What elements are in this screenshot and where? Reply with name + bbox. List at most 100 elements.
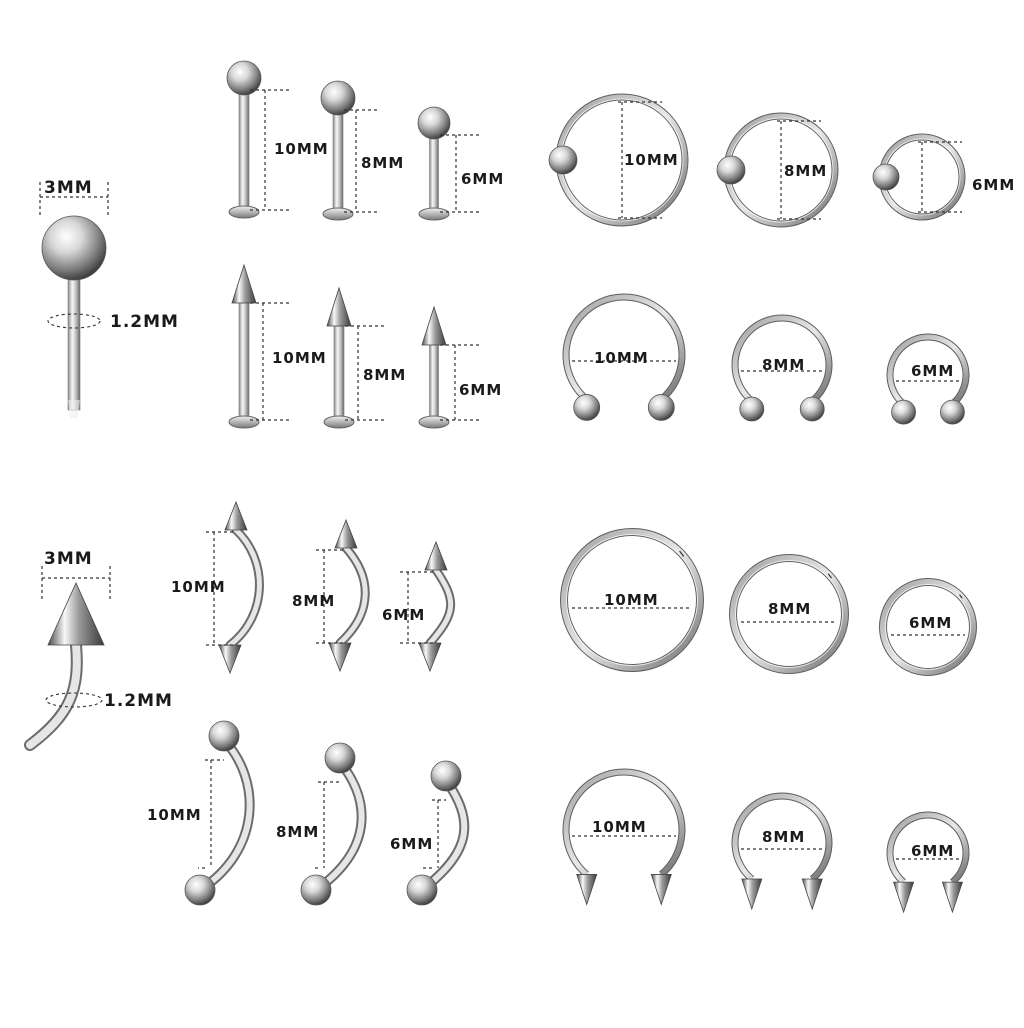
spike-end (47, 582, 105, 646)
spike-end (326, 286, 352, 327)
labret-ball-6 (417, 106, 480, 221)
ball-end (716, 155, 746, 185)
ring-seam (827, 573, 833, 579)
spike-gauge-label: 1.2MM (104, 691, 173, 711)
ball-end (406, 874, 438, 906)
ring-band (880, 579, 976, 675)
ball-end (940, 399, 965, 425)
labret-ball-10-label: 10MM (274, 140, 329, 158)
curved-spike-8 (316, 518, 370, 673)
curved-ball-6-label: 6MM (390, 835, 434, 853)
labret-ball-8 (320, 80, 380, 221)
seamless-ring-8 (729, 554, 849, 674)
ball-end (891, 399, 916, 425)
ball-end (739, 396, 765, 422)
curved-bar (427, 567, 454, 646)
horseshoe-band (563, 769, 685, 877)
post-bar (238, 89, 250, 211)
horseshoe-band (887, 812, 969, 885)
labret-ball-6-label: 6MM (461, 170, 505, 188)
spike-end (224, 500, 248, 531)
spike-end (328, 642, 352, 673)
ball-end (573, 394, 601, 421)
flat-back-disc (228, 415, 260, 429)
spike-diameter-label: 3MM (44, 549, 93, 569)
ball-end (872, 163, 900, 191)
ring-highlight (566, 534, 698, 666)
spike-end (801, 878, 823, 911)
spike-end (741, 878, 763, 911)
labret-spike-8-label: 8MM (363, 366, 407, 384)
seamless-ring-6 (879, 578, 977, 676)
horseshoe-spike-10 (562, 768, 686, 906)
horseshoe-band (563, 294, 685, 402)
detail-spike-curve (24, 566, 111, 751)
curved-bar (337, 545, 368, 646)
ball-end (41, 215, 107, 281)
curved-spike-10-label: 10MM (171, 578, 226, 596)
detail-ball-post (39, 182, 109, 418)
flat-back-disc (228, 205, 260, 219)
post-bar (67, 264, 81, 411)
post-bar (332, 109, 344, 213)
horseshoe-ball-10 (562, 293, 686, 421)
horseshoe-band (887, 334, 969, 407)
horseshoe-spike-8-label: 8MM (762, 828, 806, 846)
labret-spike-10 (228, 263, 289, 429)
spike-end (650, 874, 672, 906)
post-bar (429, 344, 439, 421)
ring-band (730, 555, 848, 673)
ball-diameter-label: 3MM (44, 178, 93, 198)
spike-end (334, 518, 358, 549)
post-bar (333, 325, 345, 421)
horseshoe-ball-10-label: 10MM (594, 349, 649, 367)
horseshoe-ball-6-label: 6MM (911, 362, 955, 380)
gauge-ellipse (47, 313, 101, 329)
seamless-ring-10 (560, 528, 704, 672)
spike-end (218, 644, 242, 675)
horseshoe-ball-6 (886, 333, 970, 425)
ball-end (184, 874, 216, 906)
ring-band (561, 529, 703, 671)
horseshoe-ball-8 (731, 314, 833, 422)
spike-end (576, 874, 598, 906)
horseshoe-spike-6-label: 6MM (911, 842, 955, 860)
post-bar (429, 134, 439, 213)
ring-seam (959, 594, 963, 599)
post-bar (238, 302, 250, 421)
curved-ball-8-label: 8MM (276, 823, 320, 841)
curved-bar (227, 527, 262, 648)
curved-ball-10 (184, 720, 255, 906)
horseshoe-spike-8 (731, 792, 833, 911)
ball-end (647, 394, 675, 421)
labret-spike-6-label: 6MM (459, 381, 503, 399)
spike-end (418, 642, 442, 673)
captive-ring-10-label: 10MM (624, 151, 679, 169)
ball-end (226, 60, 262, 96)
curved-spike-6-label: 6MM (382, 606, 426, 624)
flat-back-disc (323, 415, 355, 429)
ball-end (430, 760, 462, 792)
captive-ring-8-label: 8MM (784, 162, 828, 180)
captive-ring-8 (716, 112, 839, 228)
ball-gauge-label: 1.2MM (110, 312, 179, 332)
ball-end (300, 874, 332, 906)
labret-ball-8-label: 8MM (361, 154, 405, 172)
horseshoe-ball-8-label: 8MM (762, 356, 806, 374)
ball-end (548, 145, 578, 175)
spike-end (421, 305, 447, 346)
labret-spike-8 (323, 286, 384, 429)
labret-ball-10 (226, 60, 289, 219)
ring-seam (679, 550, 685, 557)
ball-end (417, 106, 451, 140)
flat-back-disc (322, 207, 354, 221)
ball-end (324, 742, 356, 774)
seamless-ring-10-label: 10MM (604, 591, 659, 609)
curved-bar (419, 777, 468, 893)
curved-ball-6 (406, 760, 470, 906)
ring-highlight (885, 584, 971, 670)
labret-spike-10-label: 10MM (272, 349, 327, 367)
flat-back-disc (418, 207, 450, 221)
